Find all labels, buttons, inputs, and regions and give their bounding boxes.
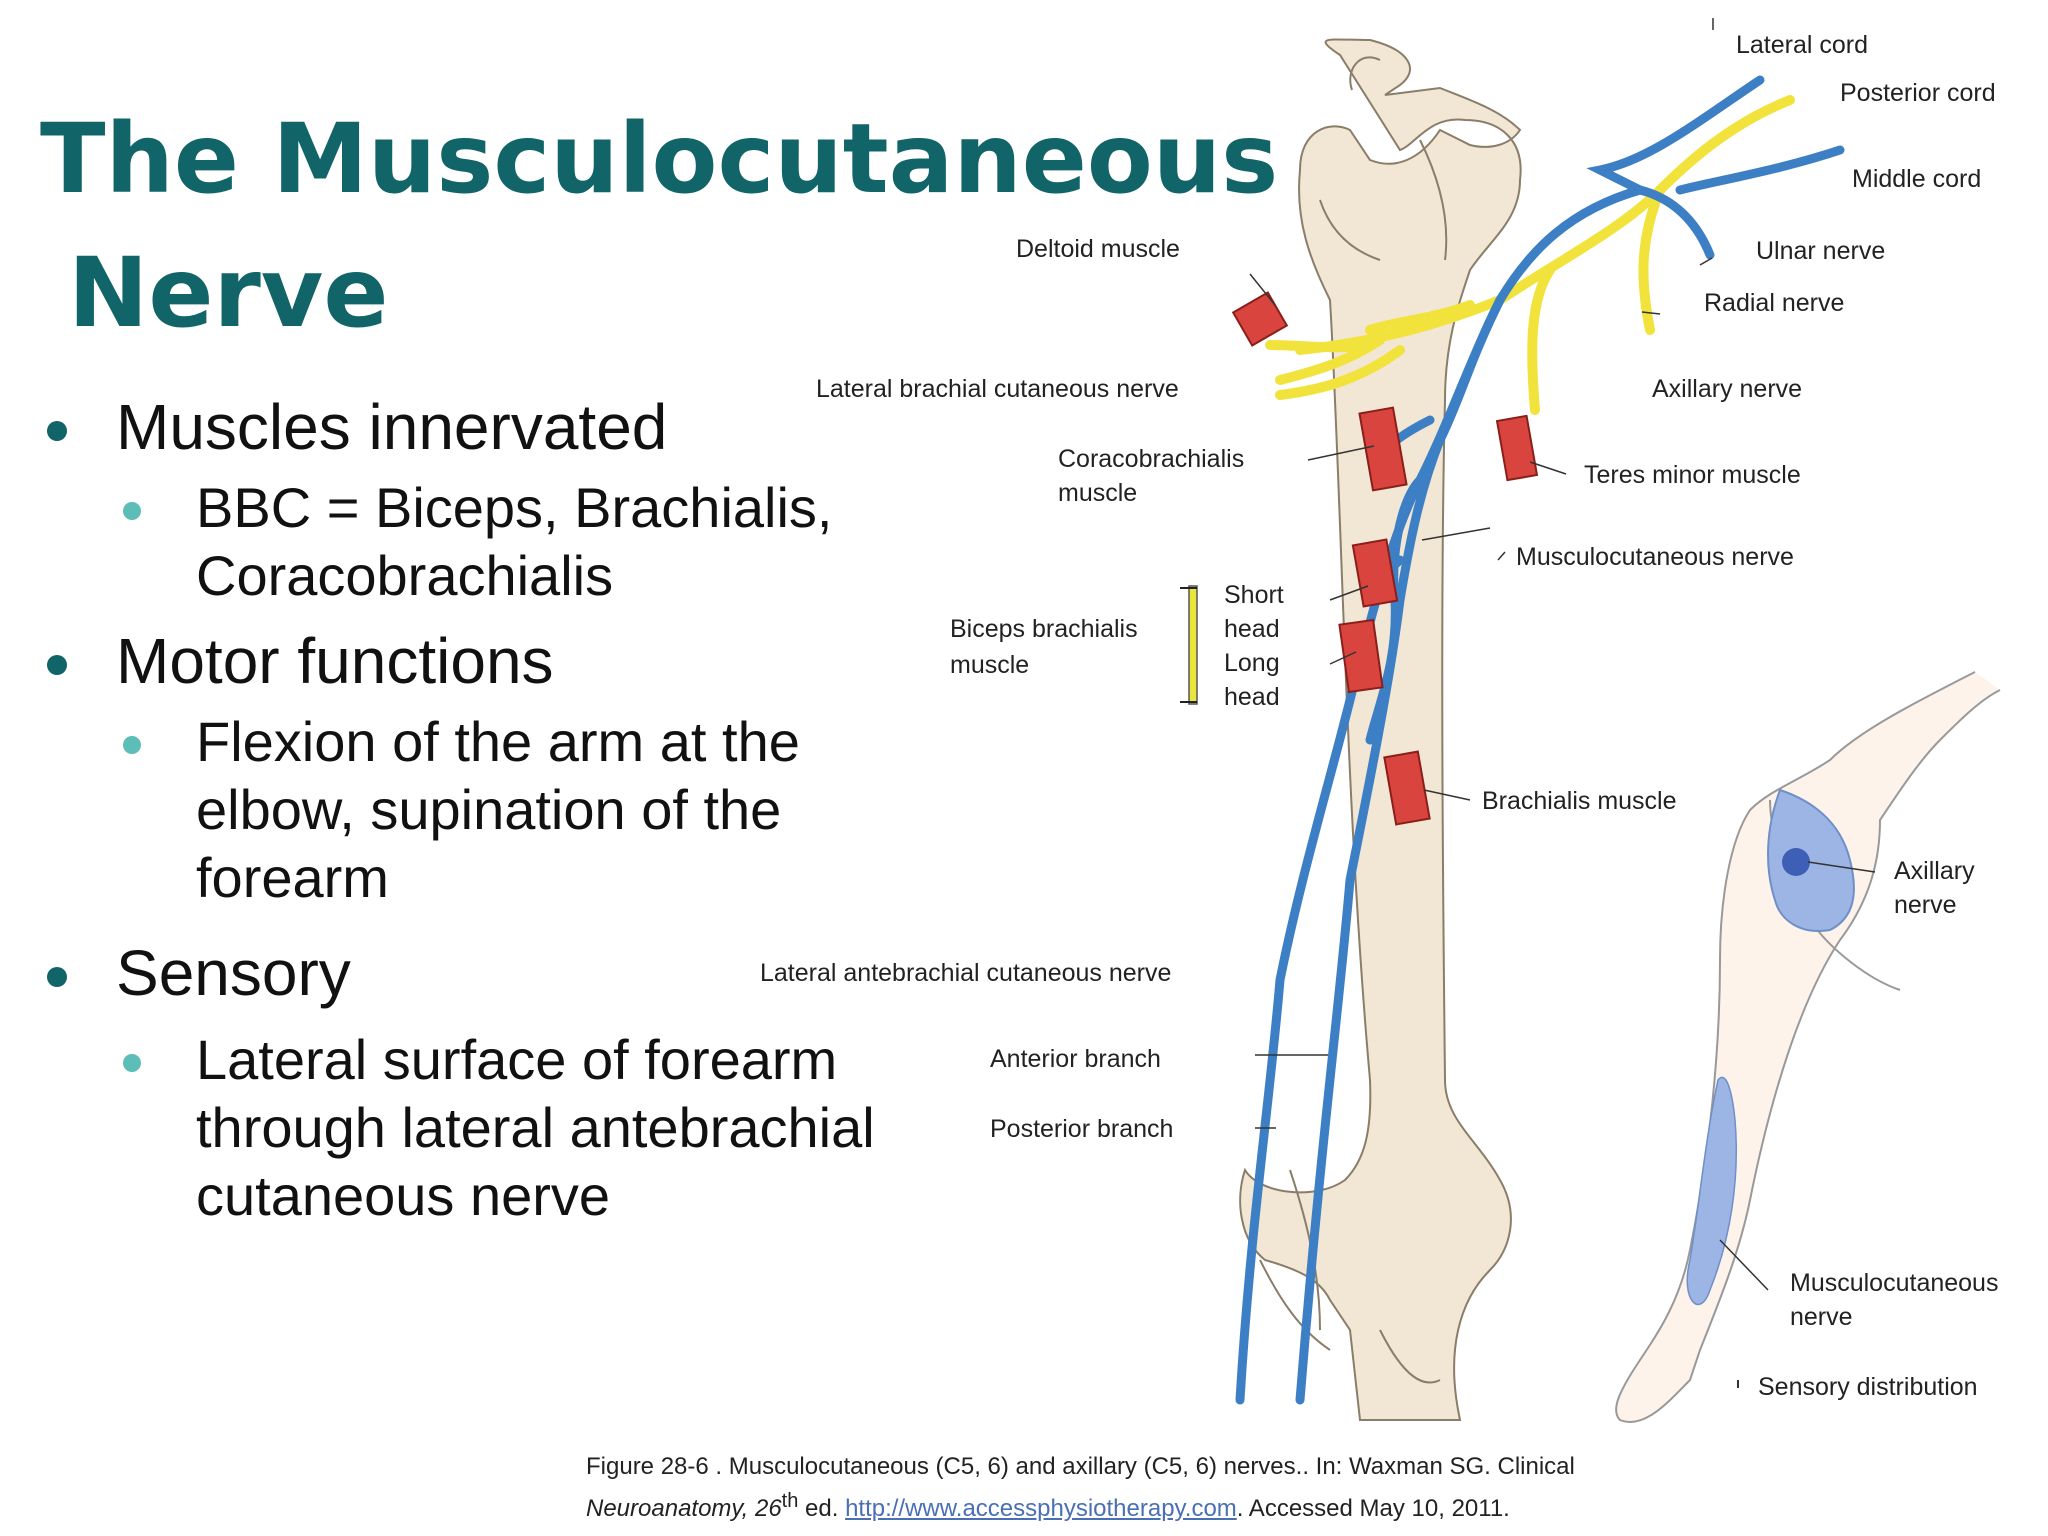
label-inset-musculocutaneous-2: nerve	[1790, 1300, 1853, 1334]
label-biceps-brachialis-2: muscle	[950, 648, 1029, 682]
caption-ed: ed.	[798, 1495, 845, 1522]
label-short-head-1: Short	[1224, 578, 1284, 612]
caption-accessed: . Accessed May 10, 2011.	[1237, 1495, 1510, 1522]
label-teres-minor-muscle: Teres minor muscle	[1584, 458, 1801, 492]
label-sensory-distribution: Sensory distribution	[1758, 1370, 1978, 1404]
label-coracobrachialis-1: Coracobrachialis	[1058, 442, 1244, 476]
caption-link[interactable]: http://www.accessphysiotherapy.com	[845, 1495, 1237, 1522]
label-brachialis-muscle: Brachialis muscle	[1482, 784, 1677, 818]
label-deltoid-muscle: Deltoid muscle	[1016, 232, 1180, 266]
label-lateral-brachial-cutaneous-nerve: Lateral brachial cutaneous nerve	[816, 372, 1179, 406]
label-radial-nerve: Radial nerve	[1704, 286, 1844, 320]
caption-edition-suffix: th	[782, 1490, 799, 1512]
label-short-head-2: head	[1224, 612, 1280, 646]
label-biceps-brachialis-1: Biceps brachialis	[950, 612, 1138, 646]
label-axillary-nerve: Axillary nerve	[1652, 372, 1802, 406]
caption-citation: Neuroanatomy, 26th ed. http://www.access…	[586, 1495, 1510, 1522]
label-inset-axillary-1: Axillary	[1894, 854, 1975, 888]
figure-caption: Figure 28-6 . Musculocutaneous (C5, 6) a…	[586, 1450, 1575, 1526]
biceps-bracket	[1180, 586, 1197, 704]
label-ulnar-nerve: Ulnar nerve	[1756, 234, 1885, 268]
label-inset-musculocutaneous-1: Musculocutaneous	[1790, 1266, 1998, 1300]
label-inset-axillary-2: nerve	[1894, 888, 1957, 922]
label-middle-cord: Middle cord	[1852, 162, 1981, 196]
label-coracobrachialis-2: muscle	[1058, 476, 1137, 510]
caption-line-1: Figure 28-6 . Musculocutaneous (C5, 6) a…	[586, 1453, 1575, 1480]
label-posterior-cord: Posterior cord	[1840, 76, 1996, 110]
label-lateral-antebrachial-cutaneous-nerve: Lateral antebrachial cutaneous nerve	[760, 956, 1171, 990]
label-lateral-cord: Lateral cord	[1736, 28, 1868, 62]
caption-book: Neuroanatomy, 26	[586, 1495, 782, 1522]
label-anterior-branch: Anterior branch	[990, 1042, 1161, 1076]
label-long-head-1: Long	[1224, 646, 1280, 680]
label-long-head-2: head	[1224, 680, 1280, 714]
label-posterior-branch: Posterior branch	[990, 1112, 1173, 1146]
label-musculocutaneous-nerve: Musculocutaneous nerve	[1516, 540, 1794, 574]
